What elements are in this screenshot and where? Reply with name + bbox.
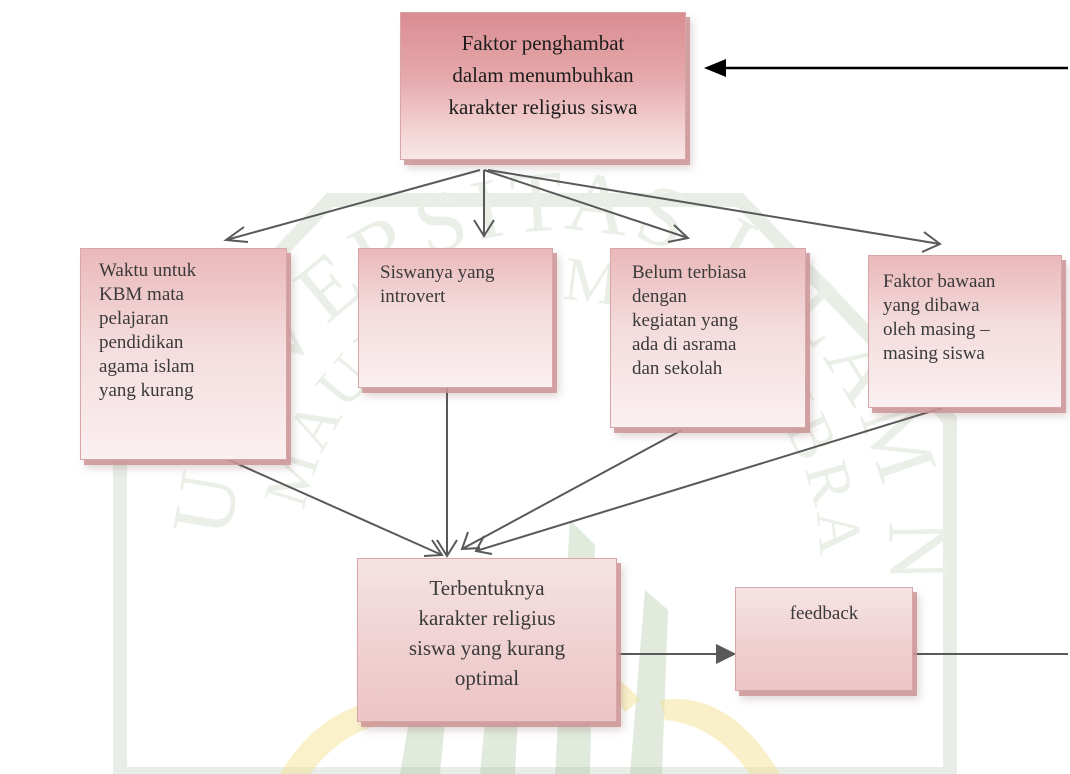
inhibiting-factors-text: Faktor penghambat dalam menumbuhkan kara… (448, 31, 638, 119)
result-text: Terbentuknya karakter religius siswa yan… (408, 576, 566, 690)
factor-2-text: Siswanya yang introvert (380, 262, 495, 307)
factor-box-4: Faktor bawaan yang dibawa oleh masing – … (868, 255, 1062, 408)
arrow-factor-4-to-result (475, 407, 943, 552)
factor-box-2: Siswanya yang introvert (358, 248, 553, 388)
arrow-top-to-factor-1 (225, 169, 481, 241)
inhibiting-factors-box: Faktor penghambat dalam menumbuhkan kara… (400, 12, 686, 160)
arrow-top-to-factor-3 (483, 169, 689, 239)
result-box: Terbentuknya karakter religius siswa yan… (357, 558, 617, 722)
factor-box-3: Belum terbiasa dengan kegiatan yang ada … (610, 248, 806, 428)
arrow-top-to-factor-4 (487, 169, 941, 245)
feedback-box: feedback (735, 587, 913, 691)
arrow-factor-1-to-result (219, 455, 443, 556)
factor-4-text: Faktor bawaan yang dibawa oleh masing – … (883, 271, 996, 364)
factor-3-text: Belum terbiasa dengan kegiatan yang ada … (632, 262, 747, 379)
arrow-factor-3-to-result (461, 429, 683, 550)
factor-box-1: Waktu untuk KBM mata pelajaran pendidika… (80, 248, 287, 460)
factor-1-text: Waktu untuk KBM mata pelajaran pendidika… (99, 260, 197, 401)
feedback-text: feedback (789, 603, 859, 624)
